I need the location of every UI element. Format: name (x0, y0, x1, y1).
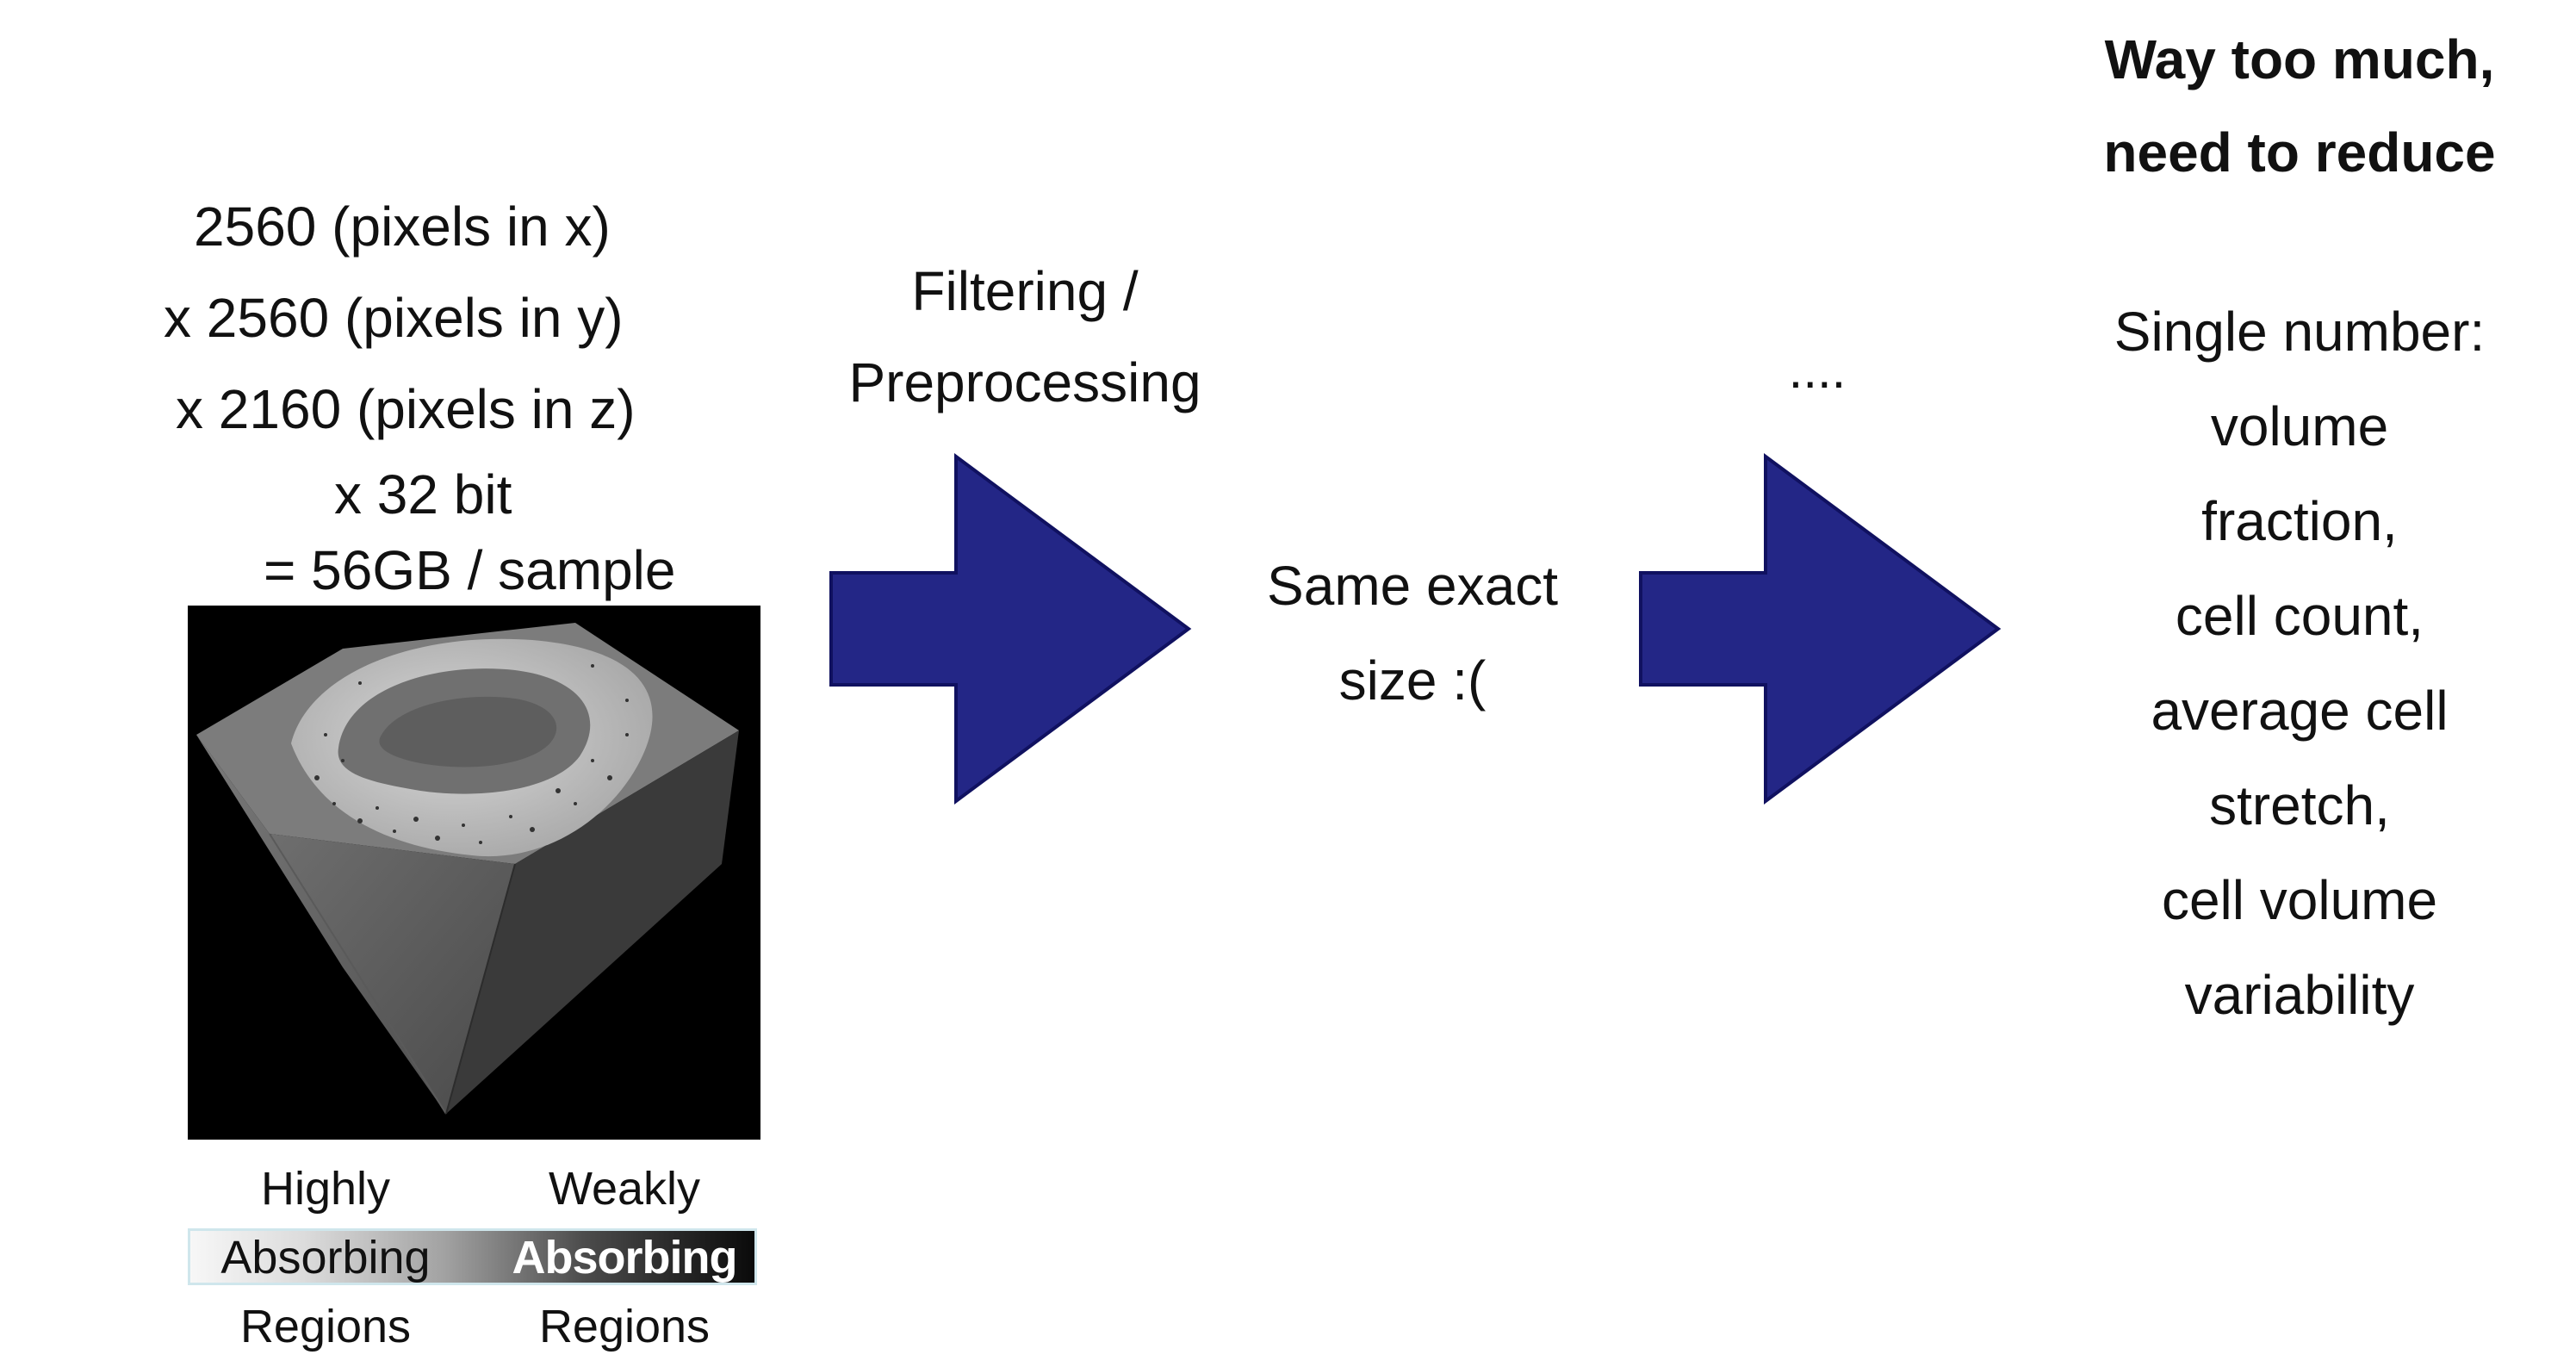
same-size-line-2: size :( (1338, 649, 1487, 712)
output-line-2: volume (2210, 395, 2389, 457)
legend-left-line-2: Absorbing (220, 1232, 431, 1283)
size-line-x: 2560 (pixels in x) (194, 196, 611, 258)
output-line-6: stretch, (2209, 774, 2390, 836)
ellipsis-text: .... (1788, 341, 1847, 399)
legend-right-line-3: Regions (538, 1301, 711, 1352)
size-line-z: x 2160 (pixels in z) (176, 378, 636, 440)
output-line-5: average cell (2151, 680, 2449, 742)
output-line-1: Single number: (2114, 301, 2486, 363)
reduce-heading-line-1: Way too much, (2104, 28, 2495, 90)
filter-line-2: Preprocessing (848, 351, 1201, 413)
output-line-3: fraction, (2201, 490, 2398, 552)
reduce-heading: Way too much, need to reduce (2041, 13, 2558, 199)
size-line-total: = 56GB / sample (264, 539, 676, 601)
size-line-bits: x 32 bit (334, 463, 512, 525)
size-line-y: x 2560 (pixels in y) (164, 287, 624, 349)
volume-rendering-graphic (188, 606, 760, 1140)
same-size-line-1: Same exact (1267, 555, 1558, 617)
legend-left-line-1: Highly (260, 1163, 391, 1215)
data-size-text: 2560 (pixels in x) x 2560 (pixels in y) … (146, 181, 767, 606)
output-line-7: cell volume (2161, 869, 2438, 931)
legend-weakly-absorbing: Weakly Absorbing Regions (482, 1154, 767, 1361)
legend-highly-absorbing: Highly Absorbing Regions (188, 1154, 463, 1361)
output-line-8: variability (2184, 964, 2415, 1026)
legend-right-line-1: Weakly (548, 1163, 701, 1215)
single-number-outputs: Single number: volume fraction, cell cou… (2041, 284, 2558, 1042)
process-arrow-2 (1639, 453, 2002, 805)
absorption-gradient-bar (188, 1228, 757, 1285)
filtering-preprocessing-label: Filtering / Preprocessing (810, 245, 1240, 428)
filter-line-1: Filtering / (911, 260, 1139, 322)
process-arrow-1 (829, 453, 1192, 805)
legend-left-line-3: Regions (239, 1301, 412, 1352)
same-size-label: Same exact size :( (1223, 538, 1602, 728)
output-line-4: cell count, (2175, 585, 2424, 647)
legend-right-line-2: Absorbing (512, 1232, 738, 1283)
volume-rendering-image (188, 606, 760, 1140)
reduce-heading-line-2: need to reduce (2103, 121, 2496, 183)
